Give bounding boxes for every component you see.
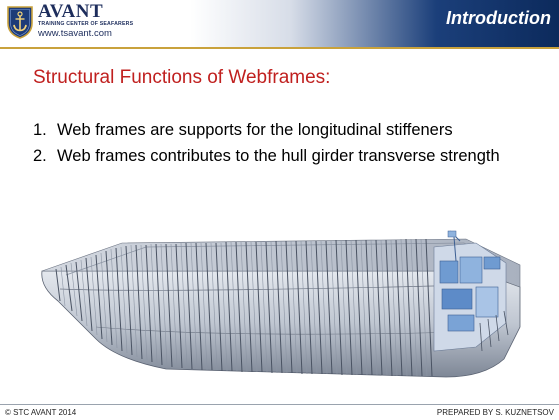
brand-name: AVANT xyxy=(38,1,104,22)
header-band xyxy=(0,0,559,48)
list-item-text: Web frames contributes to the hull girde… xyxy=(57,147,500,165)
ship-hull-webframes-icon xyxy=(41,230,521,378)
list-item-number: 1. xyxy=(33,121,47,139)
footer-copyright: © STC AVANT 2014 xyxy=(5,408,77,417)
brand-tagline: TRAINING CENTER OF SEAFARERS xyxy=(38,21,134,27)
footer-author: PREPARED BY S. KUZNETSOV xyxy=(436,408,554,417)
section-title: Introduction xyxy=(446,8,551,28)
list-item-number: 2. xyxy=(33,147,47,165)
anchor-shield-icon xyxy=(7,6,33,39)
list-item: 1. Web frames are supports for the longi… xyxy=(33,117,533,143)
slide-title: Structural Functions of Webframes: xyxy=(33,67,331,88)
list-item: 2. Web frames contributes to the hull gi… xyxy=(33,143,533,169)
footer-divider xyxy=(0,404,559,405)
brand-url: www.tsavant.com xyxy=(38,28,112,39)
bullet-list: 1. Web frames are supports for the longi… xyxy=(33,117,533,169)
header-divider xyxy=(0,47,559,49)
list-item-text: Web frames are supports for the longitud… xyxy=(57,121,453,139)
